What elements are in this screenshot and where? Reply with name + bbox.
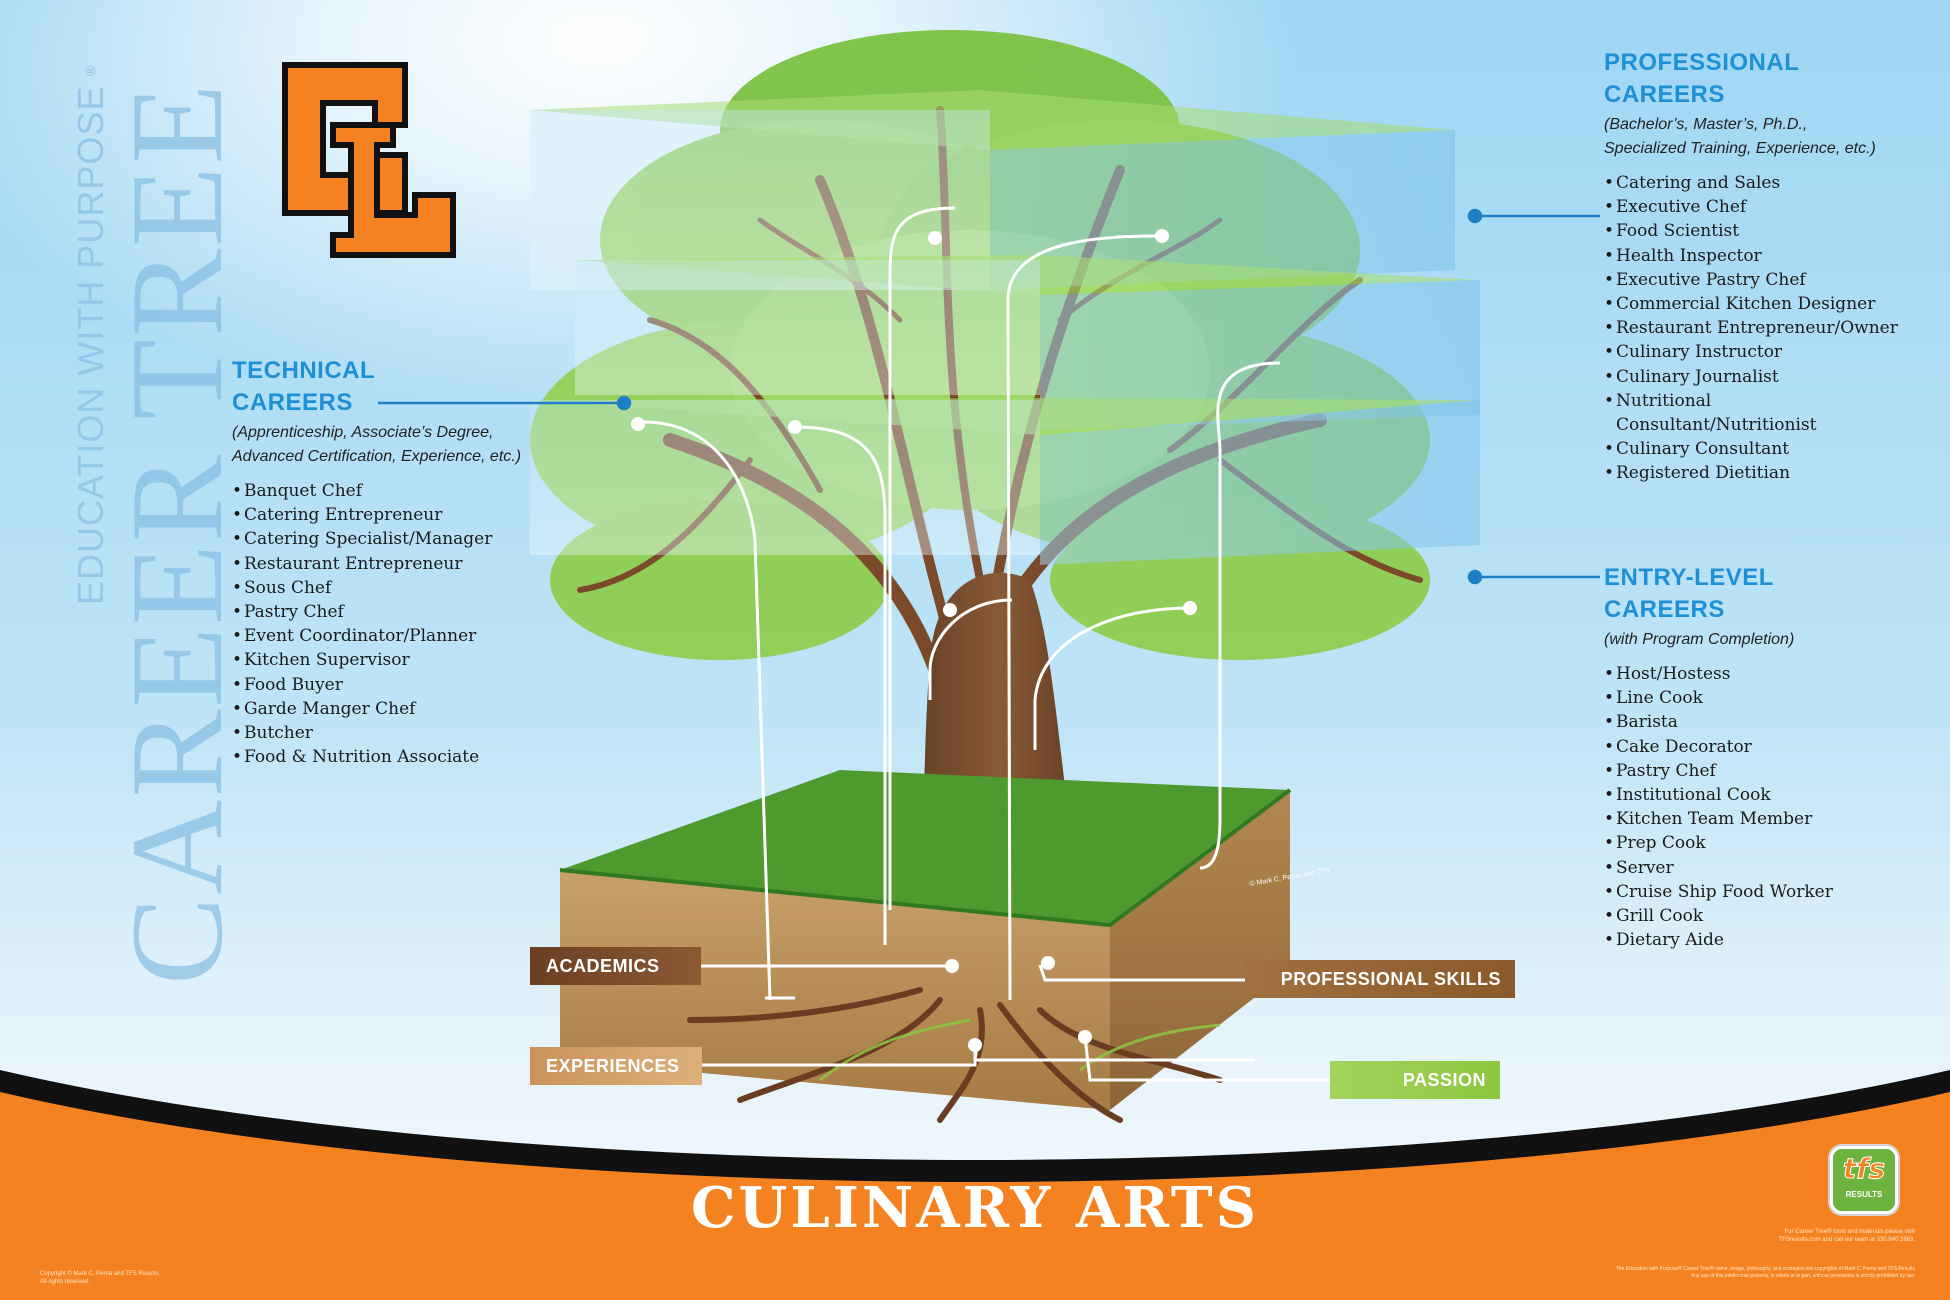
- tier-connectors: [639, 206, 1281, 1001]
- entry-career-item: Host/Hostess: [1604, 662, 1833, 686]
- brand-title-vertical: CAREER TREE: [103, 81, 250, 985]
- professional-heading-line1: PROFESSIONAL: [1604, 49, 1800, 76]
- technical-heading-line1: TECHNICAL: [232, 357, 376, 384]
- entry-subtitle: (with Program Completion): [1604, 631, 1795, 648]
- entry-level-careers-list: Host/HostessLine CookBaristaCake Decorat…: [1604, 662, 1833, 953]
- professional-career-item: Culinary Journalist: [1604, 365, 1904, 389]
- tfs-badge-logo: tfs: [1842, 1152, 1886, 1186]
- entry-career-item: Server: [1604, 856, 1833, 880]
- root-label-academics: ACADEMICS: [530, 947, 701, 985]
- professional-career-item: Culinary Consultant: [1604, 437, 1904, 461]
- footer-left-fine-print: Copyright © Mark C. Perna and TFS Result…: [40, 1270, 160, 1286]
- root-label-professional-skills: PROFESSIONAL SKILLS: [1245, 960, 1515, 998]
- professional-subtitle-line1: (Bachelor’s, Master’s, Ph.D.,: [1604, 116, 1808, 133]
- footer-band: [0, 1070, 1950, 1300]
- technical-career-item: Food Buyer: [232, 673, 521, 697]
- technical-subtitle-line2: Advanced Certification, Experience, etc.…: [232, 448, 522, 465]
- professional-career-item: Food Scientist: [1604, 219, 1904, 243]
- technical-career-item: Catering Entrepreneur: [232, 503, 521, 527]
- footer-left-fine-2: All rights reserved.: [40, 1279, 90, 1285]
- entry-career-item: Kitchen Team Member: [1604, 807, 1833, 831]
- professional-careers-section: PROFESSIONAL CAREERS (Bachelor’s, Master…: [1604, 47, 1904, 486]
- footer-right-fine-3: The Education with Purpose® Career Tree®…: [1615, 1266, 1915, 1272]
- registered-mark: ®: [82, 65, 98, 76]
- professional-career-item: Commercial Kitchen Designer: [1604, 292, 1904, 316]
- professional-career-item: Culinary Instructor: [1604, 340, 1904, 364]
- technical-career-item: Pastry Chef: [232, 600, 521, 624]
- professional-careers-list: Catering and SalesExecutive ChefFood Sci…: [1604, 171, 1904, 486]
- entry-level-careers-section: ENTRY-LEVEL CAREERS (with Program Comple…: [1604, 562, 1833, 953]
- footer-left-fine-1: Copyright © Mark C. Perna and TFS Result…: [40, 1271, 161, 1277]
- root-label-experiences: EXPERIENCES: [530, 1047, 702, 1085]
- technical-career-item: Banquet Chef: [232, 479, 521, 503]
- professional-career-item: Restaurant Entrepreneur/Owner: [1604, 316, 1904, 340]
- technical-career-item: Restaurant Entrepreneur: [232, 552, 521, 576]
- footer-right-fine-2: TFSresults.com and call our team at 330.…: [1778, 1237, 1915, 1243]
- school-logo: [275, 55, 465, 260]
- professional-career-item: Catering and Sales: [1604, 171, 1904, 195]
- entry-career-item: Grill Cook: [1604, 904, 1833, 928]
- entry-career-item: Prep Cook: [1604, 831, 1833, 855]
- entry-career-item: Barista: [1604, 710, 1833, 734]
- entry-career-item: Cruise Ship Food Worker: [1604, 880, 1833, 904]
- tfs-badge-subtext: RESULTS: [1845, 1190, 1883, 1199]
- professional-career-item: Nutritional Consultant/Nutritionist: [1604, 389, 1904, 437]
- technical-careers-section: TECHNICAL CAREERS (Apprenticeship, Assoc…: [232, 355, 522, 770]
- entry-heading-line1: ENTRY-LEVEL: [1604, 564, 1774, 591]
- root-label-passion: PASSION: [1330, 1061, 1500, 1099]
- entry-career-item: Line Cook: [1604, 686, 1833, 710]
- technical-careers-list: Banquet ChefCatering EntrepreneurCaterin…: [232, 479, 521, 770]
- technical-career-item: Kitchen Supervisor: [232, 648, 521, 672]
- tier-slabs: [530, 90, 1480, 565]
- tfs-results-badge: tfs RESULTS: [1830, 1146, 1898, 1214]
- technical-career-item: Catering Specialist/Manager: [232, 527, 521, 551]
- entry-career-item: Pastry Chef: [1604, 759, 1833, 783]
- technical-heading-line2: CAREERS: [232, 389, 353, 416]
- footer-legal-fine-print: The Education with Purpose® Career Tree®…: [1400, 1266, 1915, 1280]
- professional-career-item: Health Inspector: [1604, 244, 1904, 268]
- technical-career-item: Butcher: [232, 721, 521, 745]
- footer-title: CULINARY ARTS: [690, 1175, 1260, 1241]
- footer-right-fine-print: For Career Tree® tools and materials ple…: [1515, 1228, 1915, 1244]
- professional-career-item: Executive Chef: [1604, 195, 1904, 219]
- technical-career-item: Food & Nutrition Associate: [232, 745, 521, 769]
- professional-career-item: Executive Pastry Chef: [1604, 268, 1904, 292]
- technical-career-item: Event Coordinator/Planner: [232, 624, 521, 648]
- footer-right-fine-4: Any use of this intellectual property, i…: [1690, 1273, 1915, 1279]
- footer-right-fine-1: For Career Tree® tools and materials ple…: [1784, 1229, 1915, 1235]
- technical-career-item: Garde Manger Chef: [232, 697, 521, 721]
- career-tree-illustration: © Mark C. Perna and TFS: [530, 30, 1480, 1123]
- professional-heading-line2: CAREERS: [1604, 81, 1725, 108]
- entry-heading-line2: CAREERS: [1604, 596, 1725, 623]
- connector-nodes: [631, 231, 957, 617]
- entry-career-item: Dietary Aide: [1604, 928, 1833, 952]
- entry-career-item: Institutional Cook: [1604, 783, 1833, 807]
- technical-subtitle-line1: (Apprenticeship, Associate’s Degree,: [232, 424, 494, 441]
- entry-career-item: Cake Decorator: [1604, 735, 1833, 759]
- professional-career-item: Registered Dietitian: [1604, 461, 1904, 485]
- technical-career-item: Sous Chef: [232, 576, 521, 600]
- professional-subtitle-line2: Specialized Training, Experience, etc.): [1604, 140, 1876, 157]
